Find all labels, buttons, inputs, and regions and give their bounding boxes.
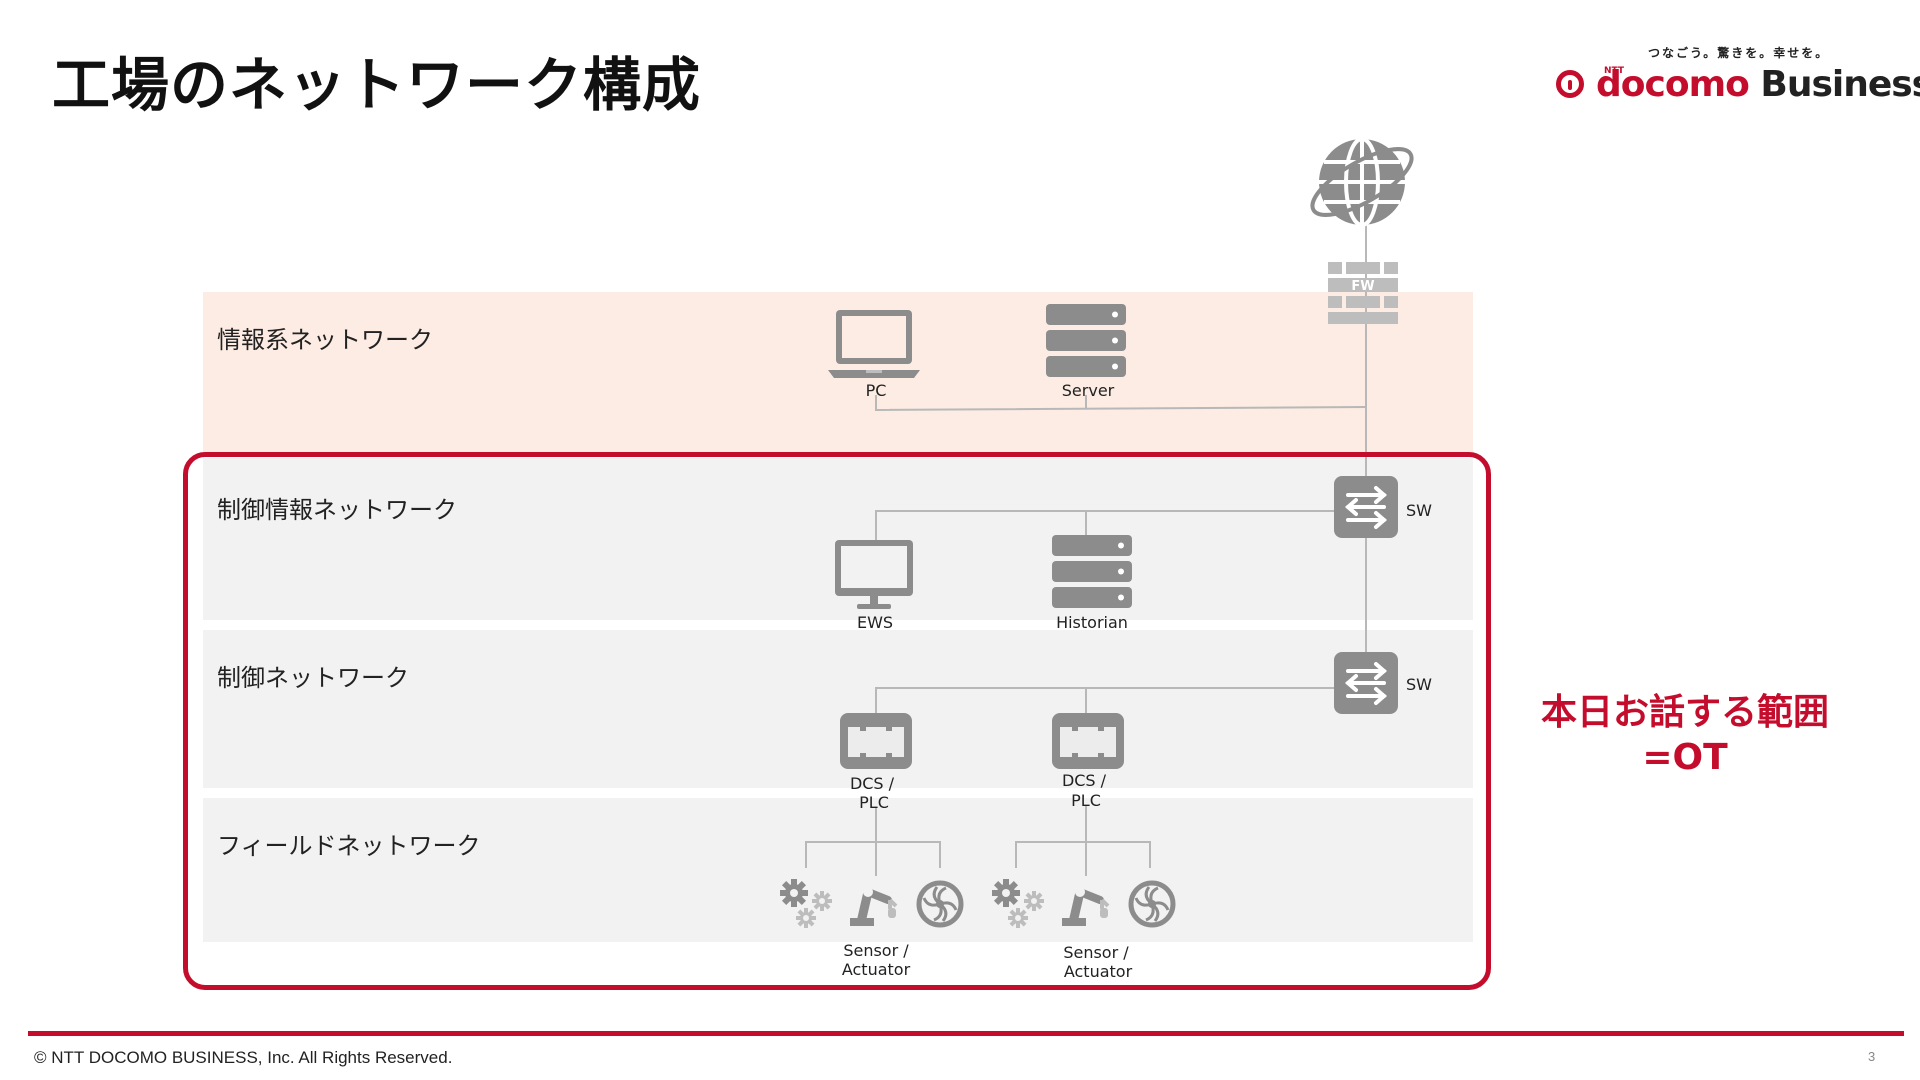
ews-monitor-icon [835,540,913,609]
page-number: 3 [1868,1049,1876,1064]
dcs-plc-2-label-line2: PLC [1071,791,1101,810]
server-label: Server [1062,381,1115,400]
dcs-plc-2-label-line1: DCS / [1062,771,1107,790]
control-network-link [875,687,1334,713]
ews-label: EWS [857,613,893,632]
footer-divider [28,1031,1904,1036]
historian-label: Historian [1056,613,1128,632]
zone-label-info: 情報系ネットワーク [217,326,433,354]
copyright-text: © NTT DOCOMO BUSINESS, Inc. All Rights R… [34,1048,453,1067]
docomo-business-logo: NTT docomo Business [1556,62,1920,112]
firewall-label: FW [1351,279,1374,294]
logo-business: Business [1760,64,1920,105]
zone-label-field: フィールドネットワーク [217,832,481,860]
server-icon [1046,304,1126,377]
ot-scope-label: 本日お話する範囲 =OT [1520,690,1850,780]
sensor-actuator-2-label-line2: Actuator [1064,962,1133,981]
switch-2-label: SW [1406,675,1432,694]
switch-1-label: SW [1406,501,1432,520]
sensor-actuator-2-label-line1: Sensor / [1063,943,1129,962]
zone-label-control-info: 制御情報ネットワーク [217,496,457,524]
dcs-plc-1-label-line1: DCS / [850,774,895,793]
dcs-plc-1-label-line2: PLC [859,793,889,812]
logo-docomo: docomo [1596,64,1750,105]
ot-scope-label-line1: 本日お話する範囲 [1540,692,1829,733]
docomo-ring-icon [1556,70,1584,98]
ot-scope-frame [183,452,1491,990]
field-bus-1 [805,841,941,868]
pc-label: PC [866,381,887,400]
pc-laptop-icon [828,310,920,378]
info-network-link [875,395,1367,412]
control-info-network-link [875,510,1334,540]
ntt-mark: NTT [1604,66,1625,76]
page-title: 工場のネットワーク構成 [52,51,702,119]
sensor-actuator-1-label-line2: Actuator [842,960,911,979]
ot-scope-label-line2: =OT [1642,737,1728,778]
sensor-actuator-1-label-line1: Sensor / [843,941,909,960]
logo-wordmark: docomo Business [1596,64,1920,105]
firewall-icon: FW [1328,262,1398,324]
zone-label-control: 制御ネットワーク [217,664,409,692]
zone-field-network: フィールドネットワーク [203,798,1473,942]
brand-tagline: つなごう。驚きを。幸せを。 [1648,46,1830,60]
zone-control-network: 制御ネットワーク [203,630,1473,788]
field-bus-2 [1015,841,1151,868]
internet-globe-icon [1310,137,1414,227]
